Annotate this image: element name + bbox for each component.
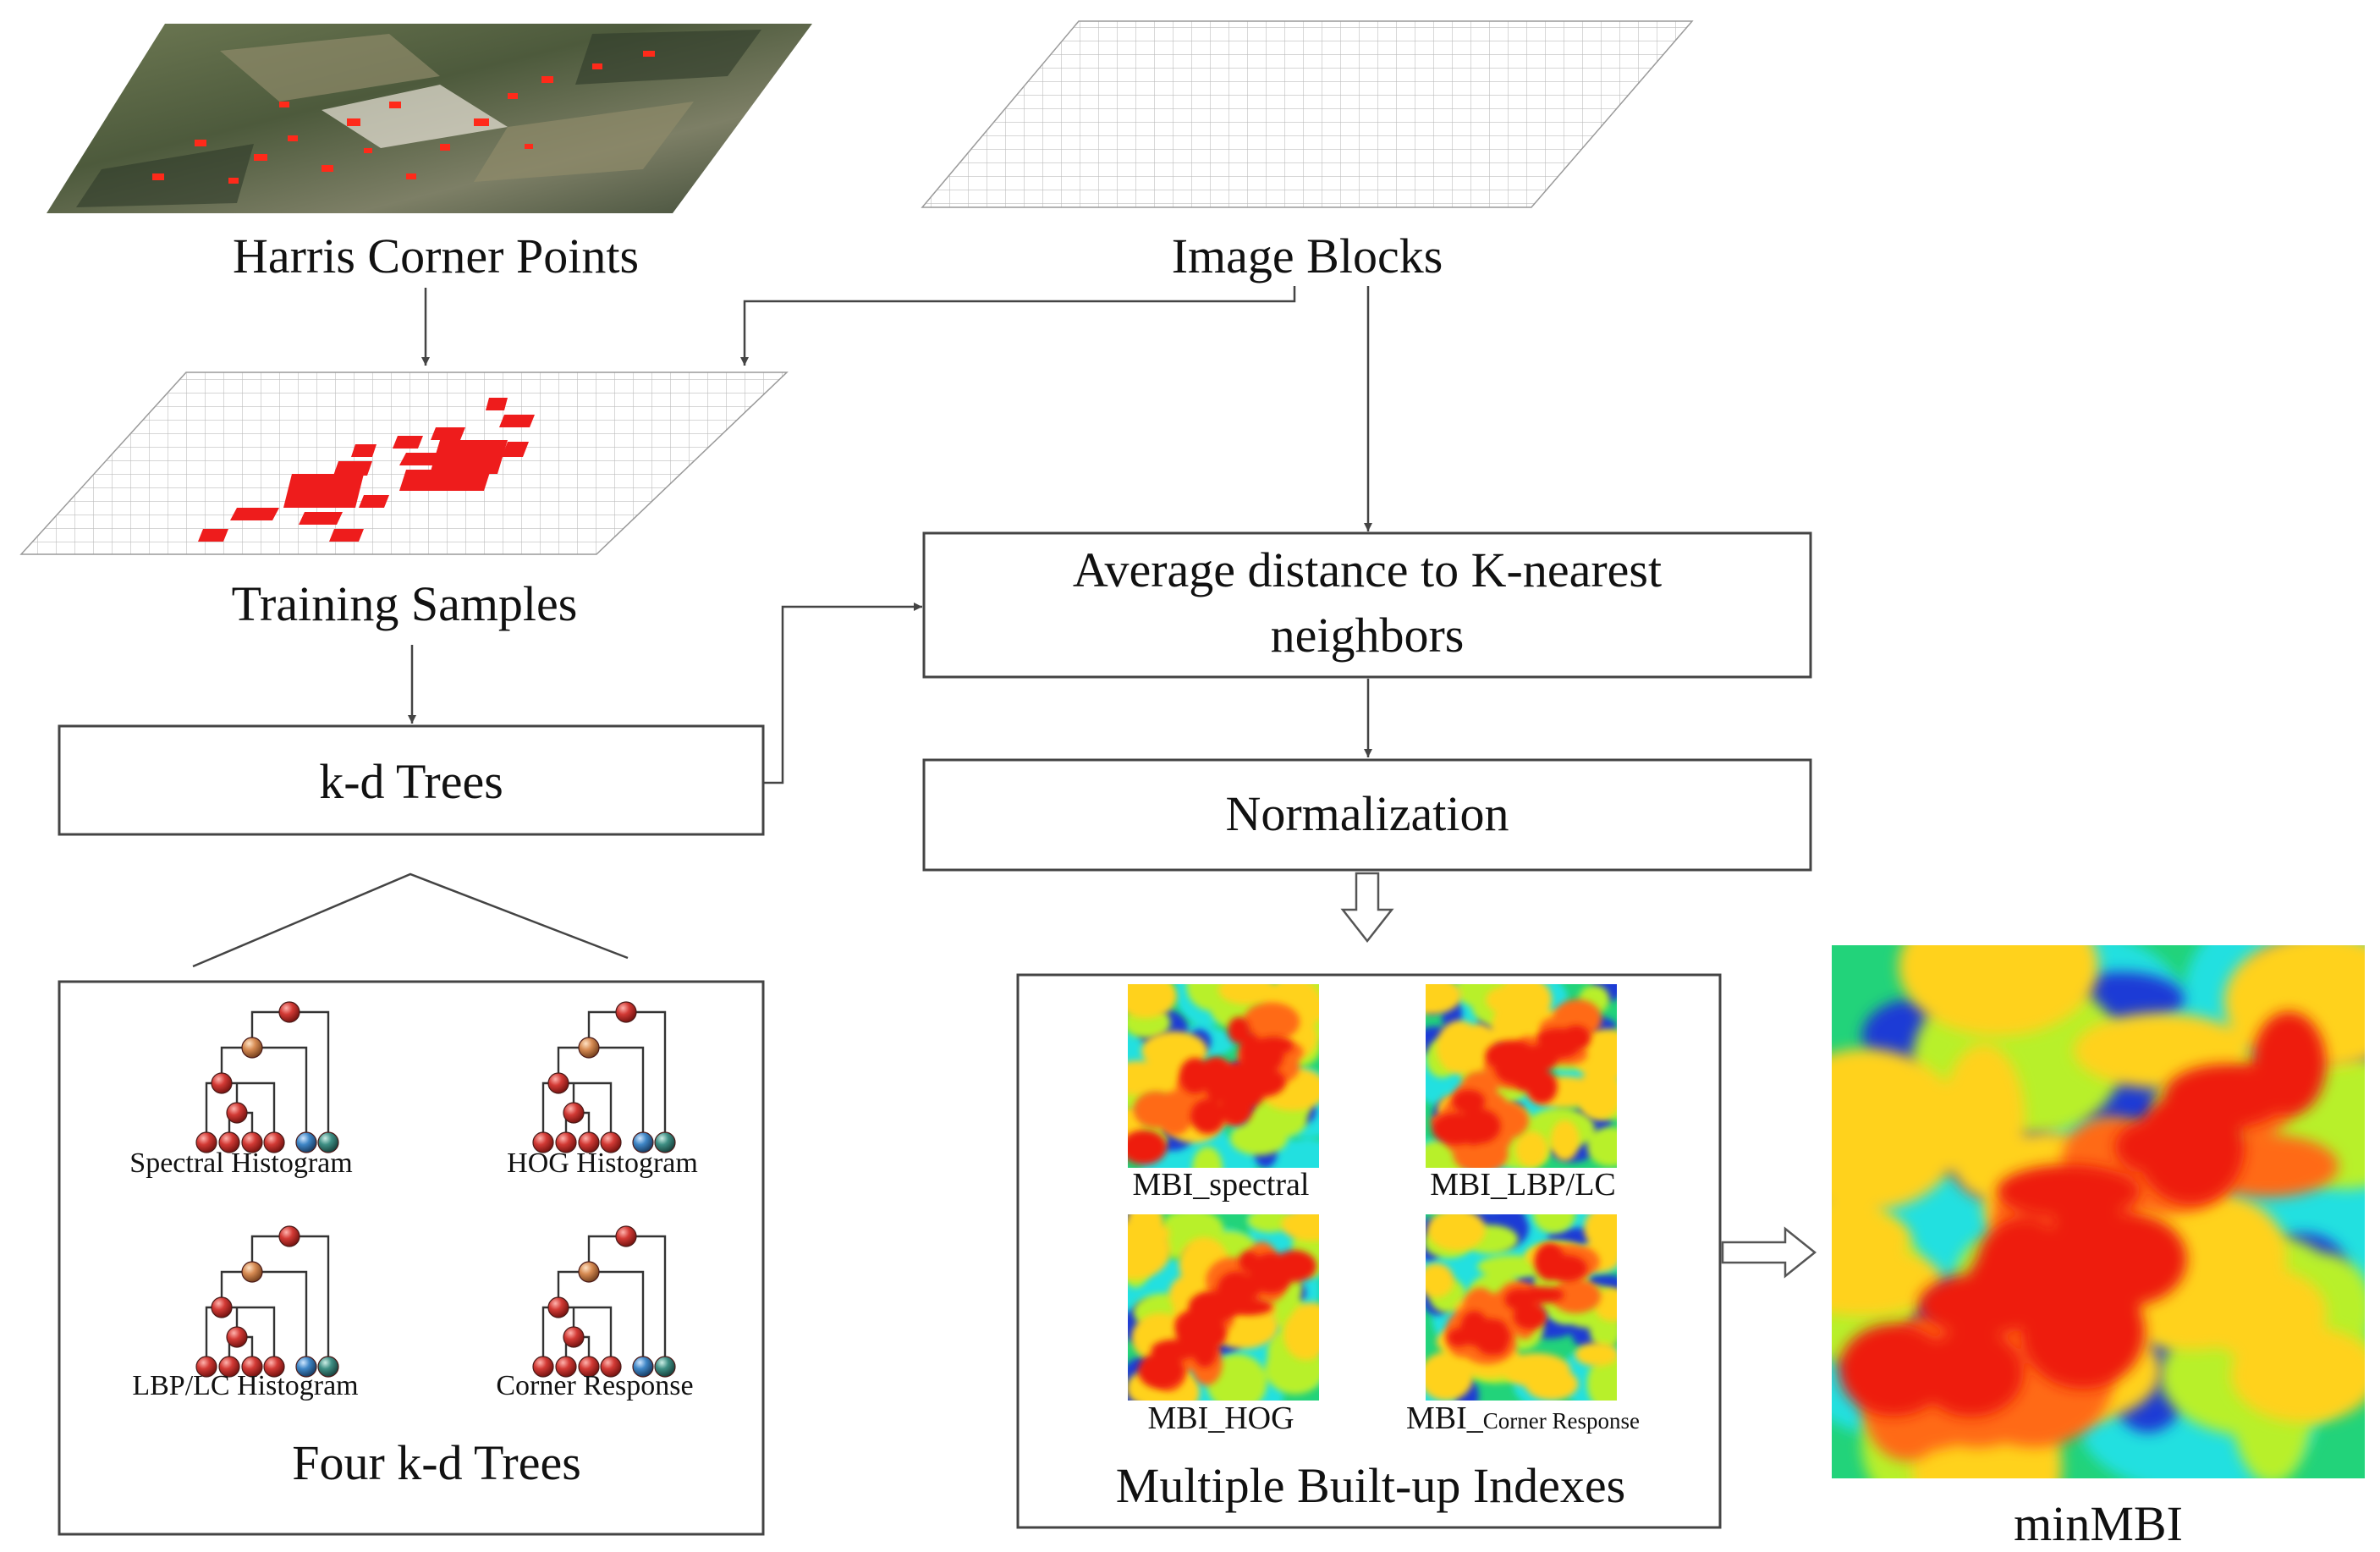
tree-node-icon — [317, 1131, 339, 1153]
tree-edge — [558, 1306, 613, 1367]
harris-corner-label: Harris Corner Points — [233, 228, 639, 283]
tree-node-icon — [555, 1131, 577, 1153]
tree-node-icon — [632, 1356, 654, 1378]
mbi-corner-response-label: MBI_Corner Response — [1406, 1401, 1640, 1436]
tree-node-icon — [563, 1326, 585, 1348]
tree-node-icon — [615, 1225, 637, 1247]
tree-node-icon — [263, 1131, 285, 1153]
avg-distance-label-line1: Average distance to K-nearest — [1073, 542, 1662, 597]
four-kd-trees-panel — [58, 980, 765, 1536]
tree-node-icon — [654, 1131, 676, 1153]
tree-corner — [532, 1225, 676, 1378]
tree-node-icon — [632, 1131, 654, 1153]
tree-edge — [626, 1235, 667, 1367]
tree-node-icon — [241, 1261, 263, 1283]
mbi-lbp-lc-label: MBI_LBP/LC — [1430, 1167, 1616, 1203]
hollow-right-arrow — [1721, 1226, 1817, 1279]
avg-distance-label-line2: neighbors — [1271, 608, 1465, 663]
tree-node-icon — [578, 1261, 600, 1283]
normalization-box — [922, 758, 1812, 872]
tree-node-icon — [241, 1037, 263, 1059]
min-mbi-label: minMBI — [2014, 1496, 2183, 1551]
kd-trees-box — [58, 724, 765, 836]
tree-node-icon — [226, 1326, 248, 1348]
mbi-lbp-lc-map — [1426, 984, 1617, 1168]
avg-distance-box — [922, 531, 1812, 679]
hog-histogram-label: HOG Histogram — [507, 1147, 698, 1179]
mbi-hog-label: MBI_HOG — [1147, 1401, 1294, 1436]
tree-node-icon — [195, 1131, 217, 1153]
tree-edge — [626, 1010, 667, 1142]
tree-node-icon — [600, 1131, 622, 1153]
tree-edge — [587, 1235, 626, 1272]
tree-lbp — [195, 1225, 339, 1378]
image-blocks-label: Image Blocks — [1172, 228, 1443, 283]
tree-spectral — [195, 1001, 339, 1153]
tree-node-icon — [263, 1356, 285, 1378]
tree-node-icon — [547, 1296, 569, 1318]
tree-edge — [289, 1235, 330, 1367]
tree-node-icon — [532, 1356, 554, 1378]
tree-node-icon — [615, 1001, 637, 1023]
four-kd-trees-title: Four k-d Trees — [292, 1435, 581, 1490]
hollow-down-arrow — [1340, 872, 1394, 944]
training-samples-layer — [19, 371, 789, 555]
tree-node-icon — [278, 1225, 300, 1247]
spectral-histogram-label: Spectral Histogram — [129, 1147, 352, 1179]
tree-edge — [252, 1270, 308, 1367]
tree-node-icon — [563, 1102, 585, 1124]
tree-node-icon — [654, 1356, 676, 1378]
tree-node-icon — [532, 1131, 554, 1153]
kd-trees-label: k-d Trees — [319, 754, 503, 809]
tree-edge — [589, 1270, 645, 1367]
tree-node-icon — [241, 1356, 263, 1378]
corner-response-label: Corner Response — [496, 1370, 693, 1401]
tree-node-icon — [211, 1072, 233, 1094]
mbi-spectral-map — [1128, 984, 1319, 1168]
tree-node-icon — [578, 1356, 600, 1378]
tree-node-icon — [278, 1001, 300, 1023]
tree-node-icon — [600, 1356, 622, 1378]
training-samples-label: Training Samples — [232, 576, 578, 631]
tree-node-icon — [578, 1037, 600, 1059]
tree-node-icon — [211, 1296, 233, 1318]
tree-hog — [532, 1001, 676, 1153]
built-up-indexes-title: Multiple Built-up Indexes — [1116, 1458, 1626, 1513]
tree-edge — [250, 1010, 289, 1048]
tree-node-icon — [226, 1102, 248, 1124]
tree-node-icon — [547, 1072, 569, 1094]
tree-node-icon — [218, 1131, 240, 1153]
tree-node-icon — [578, 1131, 600, 1153]
tree-node-icon — [555, 1356, 577, 1378]
tree-edge — [589, 1046, 645, 1142]
tree-edge — [222, 1081, 276, 1142]
min-mbi-map — [1832, 945, 2365, 1478]
tree-node-icon — [195, 1356, 217, 1378]
tree-node-icon — [317, 1356, 339, 1378]
tree-edge — [252, 1046, 308, 1142]
mbi-spectral-label: MBI_spectral — [1133, 1167, 1310, 1203]
tree-node-icon — [295, 1131, 317, 1153]
tree-edge — [222, 1306, 276, 1367]
image-blocks-layer — [921, 20, 1694, 208]
mbi-corner-response-map — [1426, 1214, 1617, 1401]
harris-satellite-layer — [47, 24, 812, 213]
tree-edge — [289, 1010, 330, 1142]
tree-edge — [250, 1235, 289, 1272]
tree-node-icon — [295, 1356, 317, 1378]
tree-node-icon — [241, 1131, 263, 1153]
connectors — [192, 286, 1372, 968]
mbi-hog-map — [1128, 1214, 1319, 1401]
normalization-label: Normalization — [1225, 786, 1509, 841]
tree-edge — [587, 1010, 626, 1048]
tree-edge — [558, 1081, 613, 1142]
lbp-lc-histogram-label: LBP/LC Histogram — [132, 1370, 358, 1401]
tree-node-icon — [218, 1356, 240, 1378]
